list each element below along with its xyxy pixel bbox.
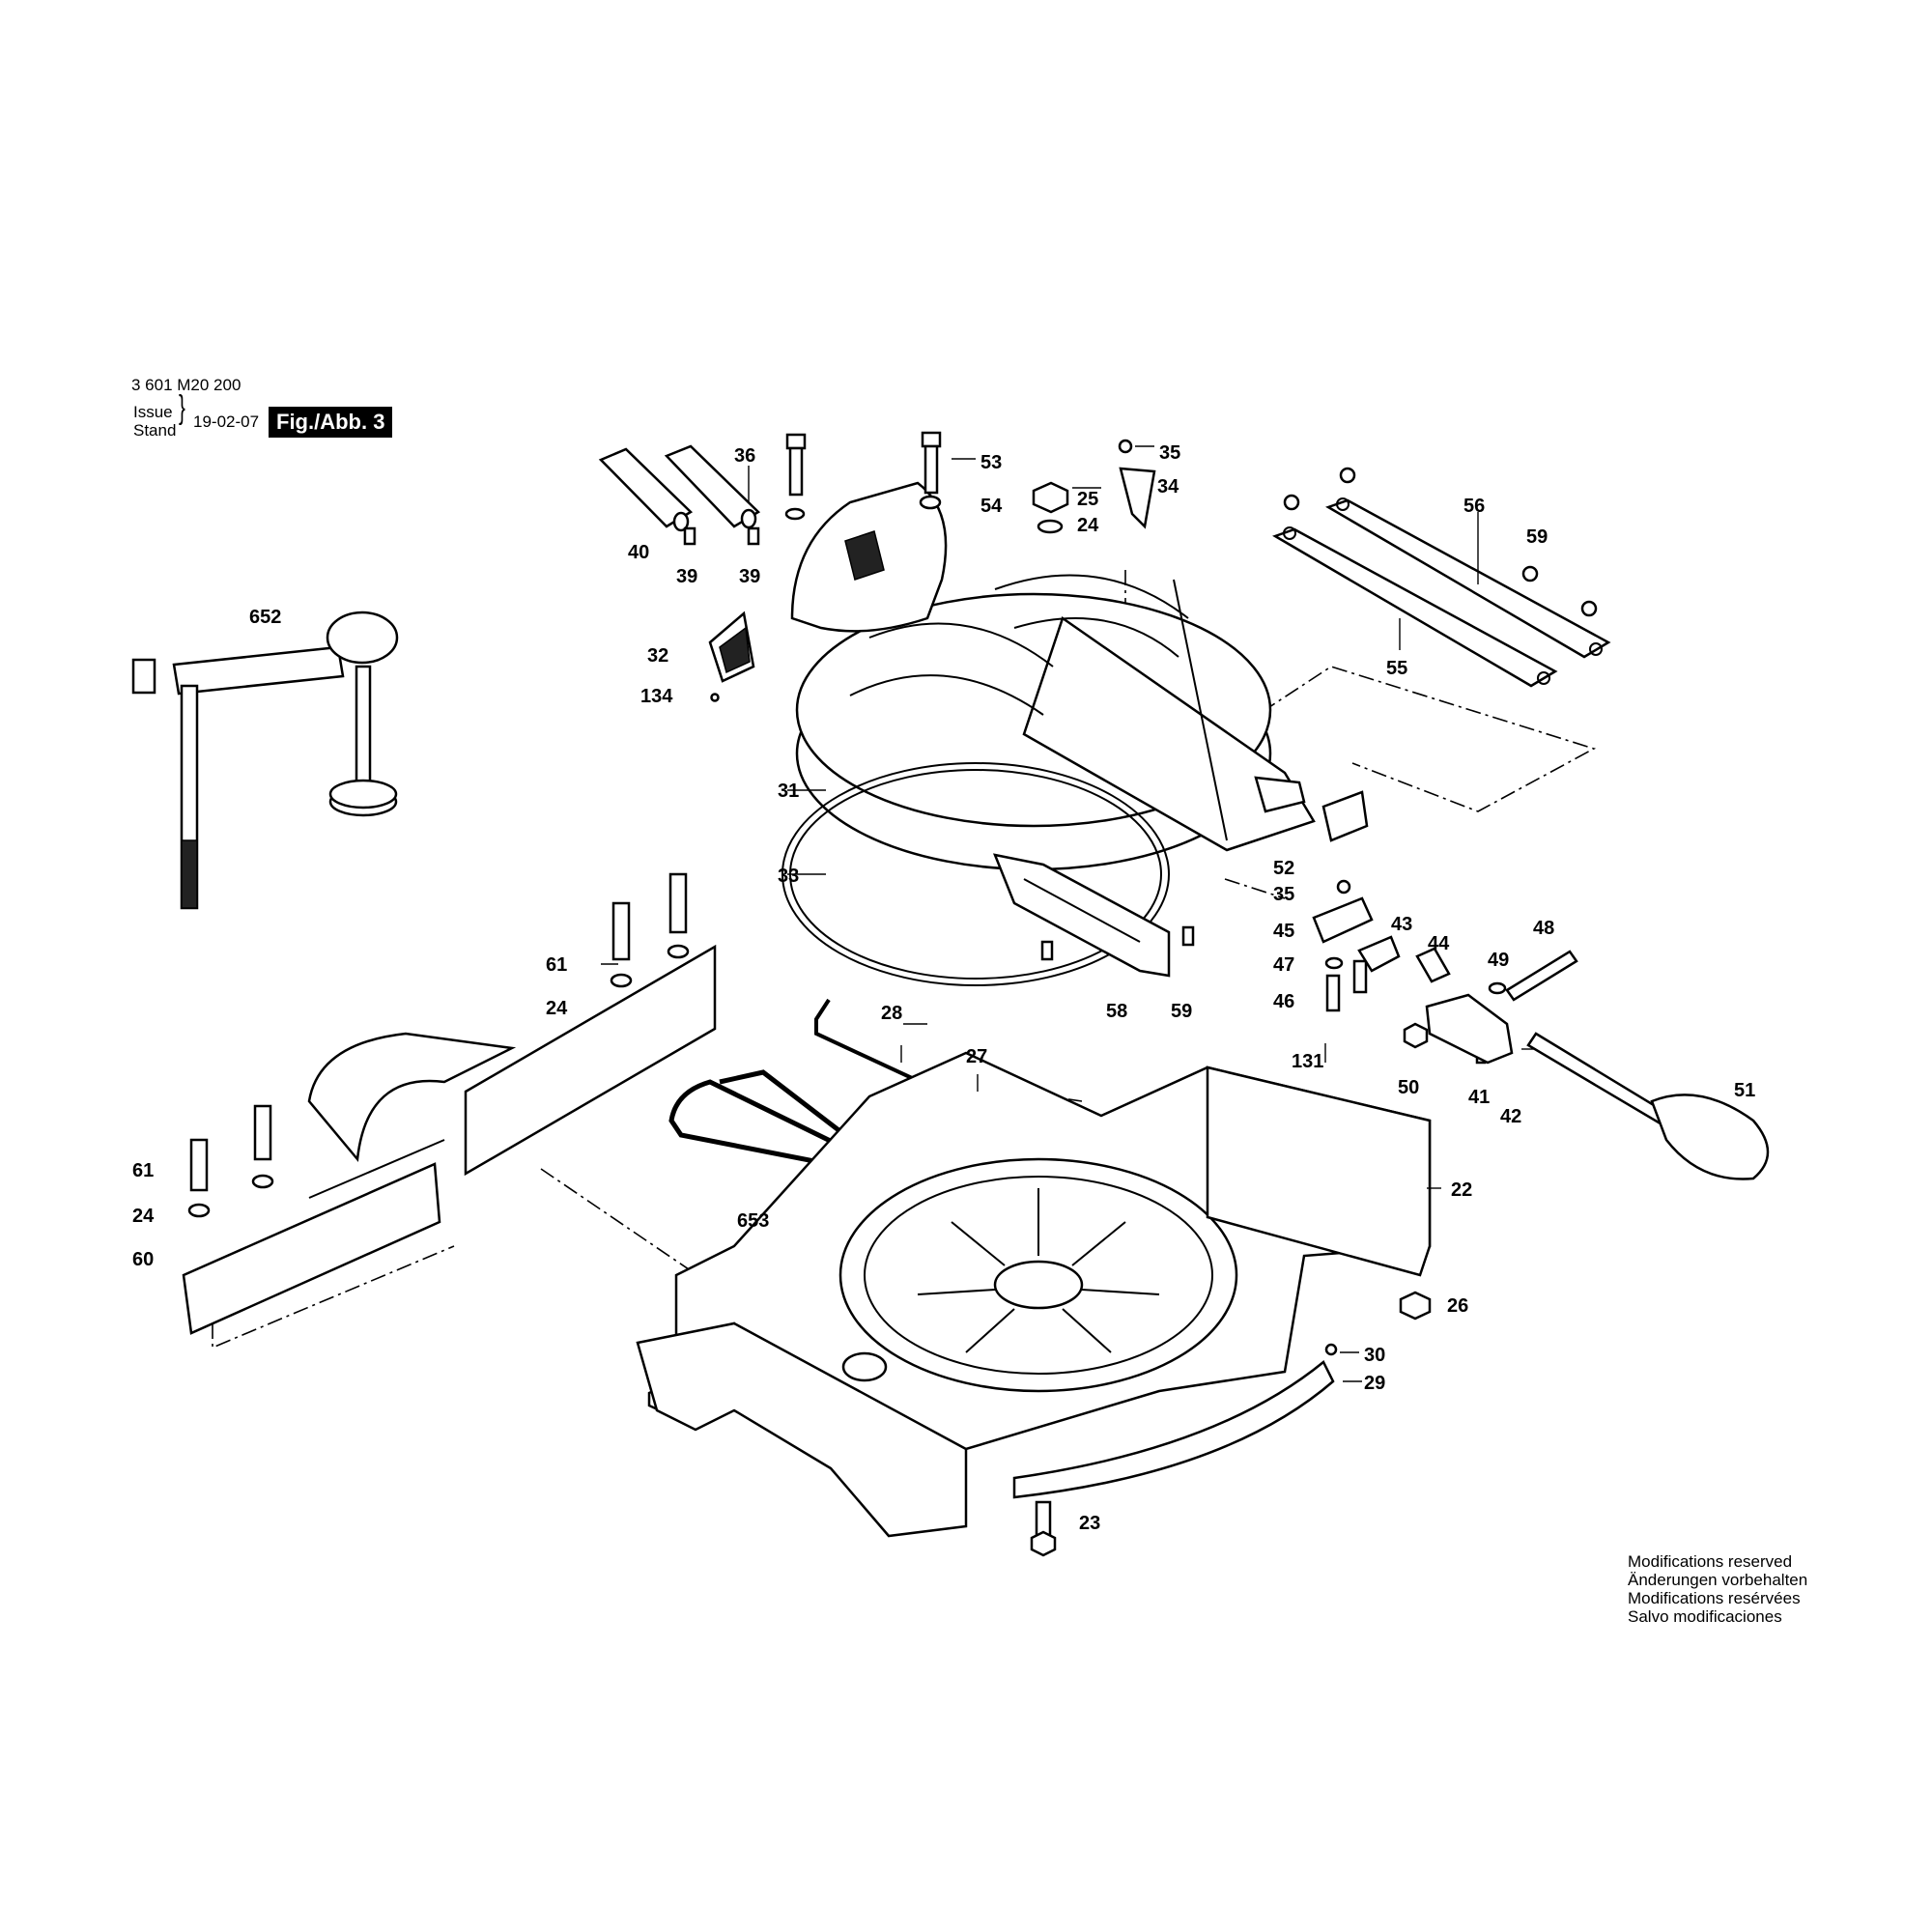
callout-46: 46 <box>1273 991 1294 1012</box>
notice-line-es: Salvo modificaciones <box>1628 1607 1782 1626</box>
fasteners <box>187 431 1598 1557</box>
callout-39: 39 <box>676 566 697 587</box>
callout-56: 56 <box>1463 496 1485 517</box>
blade-guard-block <box>790 481 948 633</box>
callout-35: 35 <box>1159 442 1180 464</box>
workpiece-clamp-652 <box>131 611 399 910</box>
callout-45: 45 <box>1273 921 1294 942</box>
callout-26: 26 <box>1447 1295 1468 1317</box>
callout-24: 24 <box>546 998 568 1019</box>
callout-50: 50 <box>1398 1077 1419 1098</box>
angle-scale-29 <box>1012 1360 1335 1499</box>
callout-49: 49 <box>1488 950 1509 971</box>
notice-line-de: Änderungen vorbehalten <box>1628 1571 1808 1589</box>
callout-61: 61 <box>132 1160 154 1181</box>
support-bars-55-56 <box>1272 497 1611 688</box>
callout-31: 31 <box>778 781 799 802</box>
callout-60: 60 <box>132 1249 154 1270</box>
callout-25: 25 <box>1077 489 1098 510</box>
callout-22: 22 <box>1451 1179 1472 1201</box>
callout-29: 29 <box>1364 1373 1385 1394</box>
callout-61: 61 <box>546 954 567 976</box>
issue-date: 19-02-07 <box>193 412 260 431</box>
callout-33: 33 <box>778 866 799 887</box>
stand-label: Stand <box>133 421 177 440</box>
callout-52: 52 <box>1273 858 1294 879</box>
callout-39: 39 <box>739 566 760 587</box>
brace-glyph: } <box>179 389 185 426</box>
figure-badge: Fig./Abb. 3 <box>269 407 393 438</box>
callout-131: 131 <box>1292 1051 1323 1072</box>
callout-53: 53 <box>980 452 1002 473</box>
fence-60 <box>182 944 717 1335</box>
bevel-lock-assembly <box>1312 790 1770 1180</box>
callout-44: 44 <box>1428 933 1450 954</box>
callout-30: 30 <box>1364 1345 1385 1366</box>
callout-43: 43 <box>1391 914 1412 935</box>
modifications-notice: Modifications reserved Änderungen vorbeh… <box>1628 1552 1807 1626</box>
callout-36: 36 <box>734 445 755 467</box>
callout-24: 24 <box>1077 515 1099 536</box>
callout-134: 134 <box>640 686 673 707</box>
threaded-rods <box>598 444 761 532</box>
callout-labels: 36 53 35 25 34 54 24 56 59 40 39 39 652 32 134 55 31 33 52… <box>132 442 1755 1534</box>
leader-lines <box>601 445 1536 1382</box>
callout-28: 28 <box>881 1003 902 1024</box>
notice-line-fr: Modifications resérvées <box>1628 1589 1801 1607</box>
callout-32: 32 <box>647 645 668 667</box>
callout-59: 59 <box>1171 1001 1192 1022</box>
base-22 <box>636 1051 1432 1538</box>
callout-54: 54 <box>980 496 1003 517</box>
callout-35: 35 <box>1273 884 1294 905</box>
callout-23: 23 <box>1079 1513 1100 1534</box>
callout-27: 27 <box>966 1046 987 1067</box>
callout-41: 41 <box>1468 1087 1490 1108</box>
callout-55: 55 <box>1386 658 1407 679</box>
callout-59: 59 <box>1526 526 1548 548</box>
callout-652: 652 <box>249 607 281 628</box>
callout-58: 58 <box>1106 1001 1127 1022</box>
callout-24: 24 <box>132 1206 155 1227</box>
callout-653: 653 <box>737 1210 769 1232</box>
callout-42: 42 <box>1500 1106 1521 1127</box>
callout-34: 34 <box>1157 476 1179 497</box>
callout-40: 40 <box>628 542 649 563</box>
miter-scale-32 <box>708 611 755 702</box>
callout-51: 51 <box>1734 1080 1755 1101</box>
notice-line-en: Modifications reserved <box>1628 1552 1793 1571</box>
guide-plate-58 <box>992 853 1171 978</box>
callout-47: 47 <box>1273 954 1294 976</box>
issue-label: Issue <box>133 403 173 421</box>
callout-48: 48 <box>1533 918 1554 939</box>
document-number: 3 601 M20 200 <box>131 376 242 394</box>
